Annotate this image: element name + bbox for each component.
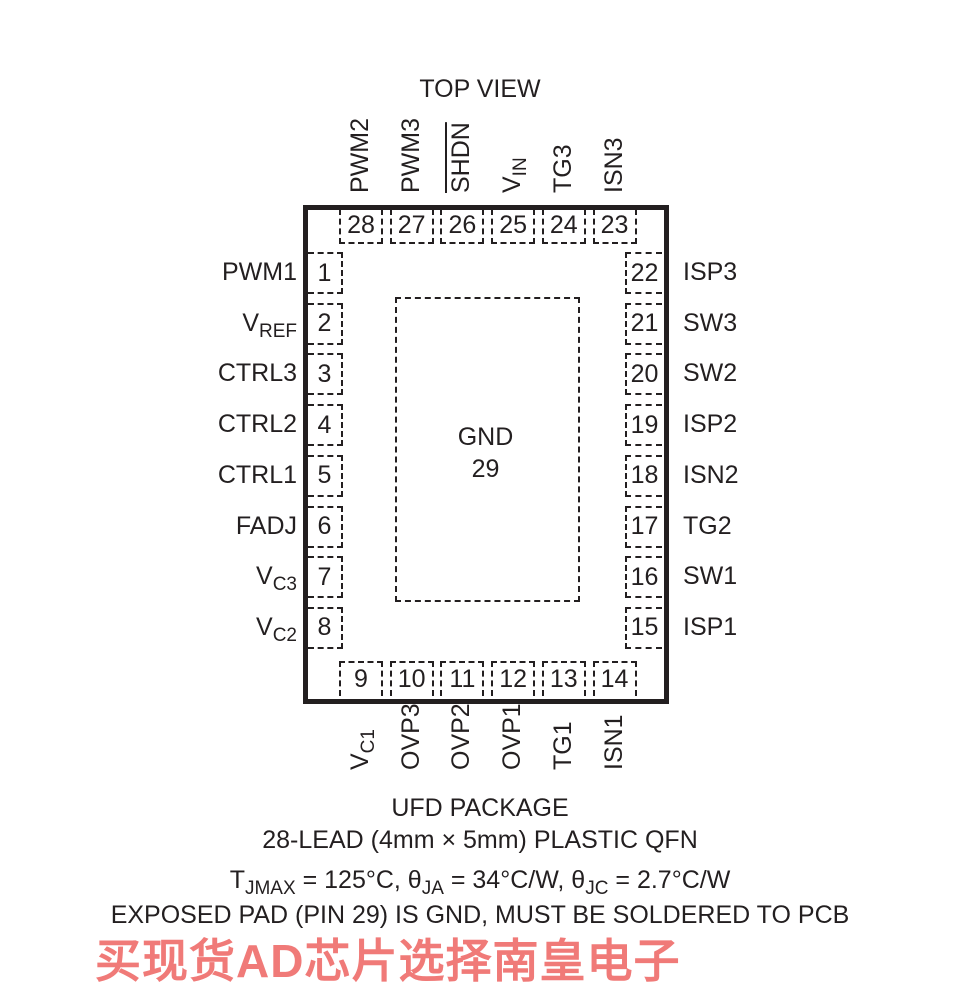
pin-number: 27 — [389, 209, 434, 244]
watermark: 买现货AD芯片选择南皇电子 — [95, 935, 681, 987]
pin-label: ISN3 — [599, 137, 628, 193]
package-outline — [303, 205, 669, 704]
package-name: UFD PACKAGE — [391, 794, 569, 822]
pin-label: PWM3 — [396, 118, 425, 193]
package-description: 28-LEAD (4mm × 5mm) PLASTIC QFN — [262, 826, 698, 854]
pin-label: CTRL2 — [217, 410, 297, 439]
exposed-pad-note: EXPOSED PAD (PIN 29) IS GND, MUST BE SOL… — [110, 901, 850, 929]
pad-number: 29 — [471, 455, 500, 483]
pin-number: 18 — [625, 454, 662, 497]
pin-label: SW1 — [683, 562, 738, 591]
pin-number: 22 — [625, 252, 662, 294]
pin-label: SW2 — [683, 359, 738, 388]
pin-label: PWM2 — [346, 118, 374, 193]
pin-number: 24 — [541, 209, 586, 244]
pin-number: 21 — [625, 302, 662, 345]
pin-label: FADJ — [235, 511, 297, 540]
pin-number: 15 — [625, 606, 662, 649]
pin-label: ISN1 — [599, 714, 628, 770]
pin-label: TG2 — [683, 511, 732, 540]
pin-number: 5 — [308, 454, 343, 497]
pin-number: 17 — [625, 505, 662, 548]
view-title: TOP VIEW — [419, 75, 541, 103]
pin-label: TG3 — [548, 144, 577, 193]
pin-number: 20 — [625, 353, 662, 396]
pin-label: OVP1 — [498, 703, 527, 770]
pin-number: 2 — [308, 302, 343, 345]
pin-number: 14 — [592, 661, 637, 696]
pin-label: CTRL3 — [217, 359, 297, 388]
pin-label: SW3 — [683, 308, 738, 337]
pin-number: 7 — [308, 556, 343, 599]
pin-number: 8 — [308, 606, 343, 649]
pin-label: SHDN — [447, 122, 476, 193]
pin-label: TG1 — [548, 721, 577, 770]
pin-number: 11 — [440, 661, 485, 696]
pin-number: 1 — [308, 252, 343, 294]
pin-label: VC3 — [256, 562, 297, 596]
pin-label: PWM1 — [222, 258, 297, 286]
pin-number: 28 — [339, 209, 383, 244]
pin-number: 23 — [592, 209, 637, 244]
pin-number: 9 — [339, 661, 383, 696]
pin-label: VC2 — [256, 612, 297, 646]
pin-number: 19 — [625, 404, 662, 447]
exposed-pad — [395, 297, 580, 602]
pin-label: ISP1 — [683, 612, 738, 641]
pad-name: GND — [457, 423, 514, 451]
pin-label: VIN — [498, 157, 532, 193]
pin-number: 12 — [491, 661, 536, 696]
pin-number: 3 — [308, 353, 343, 396]
pin-number: 4 — [308, 404, 343, 447]
pin-number: 26 — [440, 209, 485, 244]
pin-number: 16 — [625, 556, 662, 599]
pin-label: VREF — [242, 308, 297, 342]
thermal-specs: TJMAX = 125°C, θJA = 34°C/W, θJC = 2.7°C… — [229, 866, 731, 899]
pin-label: OVP3 — [396, 703, 425, 770]
pin-number: 13 — [541, 661, 586, 696]
pin-label: ISP3 — [683, 258, 738, 286]
pin-label: ISP2 — [683, 410, 738, 439]
pin-label: ISN2 — [683, 460, 739, 489]
pin-label: CTRL1 — [217, 460, 297, 489]
pin-number: 6 — [308, 505, 343, 548]
pin-number: 10 — [389, 661, 434, 696]
pin-number: 25 — [491, 209, 536, 244]
pin-label: OVP2 — [447, 703, 476, 770]
pin-label: VC1 — [346, 729, 379, 770]
